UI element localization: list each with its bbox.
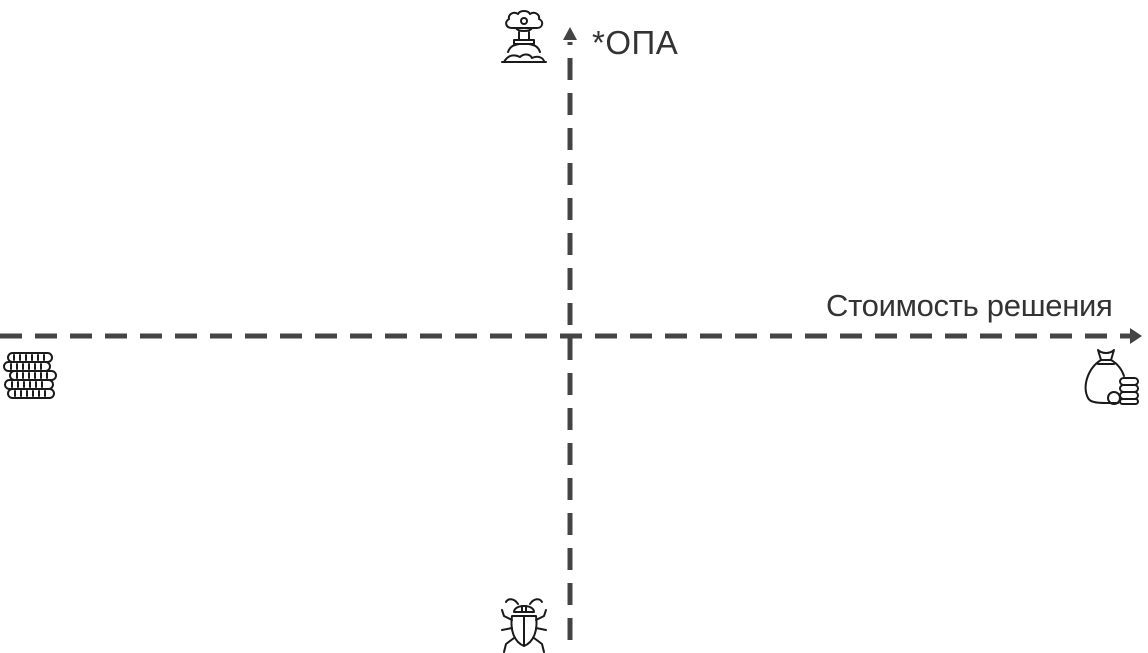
y-axis-label: *ОПА xyxy=(592,24,679,61)
coin-stack-icon xyxy=(3,352,57,399)
x-axis-arrowhead xyxy=(1130,328,1142,344)
nuclear-explosion-icon xyxy=(501,10,547,63)
x-axis-label: Стоимость решения xyxy=(826,288,1113,323)
bug-icon xyxy=(501,598,547,653)
y-axis-arrowhead xyxy=(563,27,577,40)
money-bag-icon xyxy=(1084,349,1139,405)
